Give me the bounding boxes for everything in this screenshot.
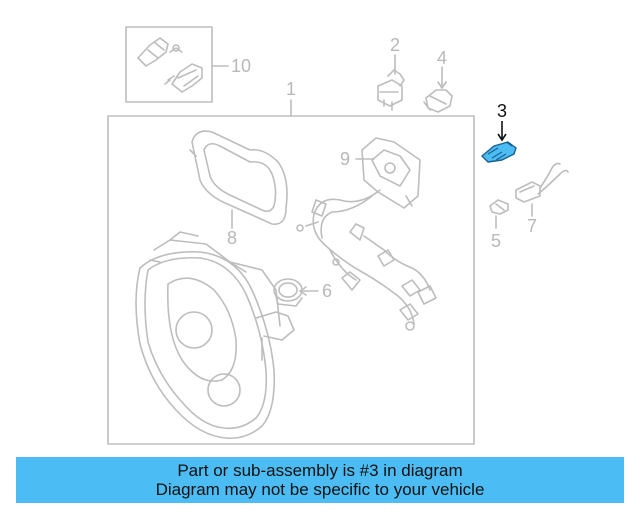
callout-4: 4 bbox=[437, 48, 447, 68]
part-9-socket-plate bbox=[361, 137, 421, 209]
headlamp-housing bbox=[135, 231, 295, 440]
leader-4-arrow bbox=[437, 81, 447, 89]
part-8-bezel bbox=[189, 130, 288, 225]
leader-3-arrow bbox=[497, 133, 507, 142]
callout-2: 2 bbox=[390, 35, 400, 55]
callout-9: 9 bbox=[340, 149, 350, 169]
info-banner: Part or sub-assembly is #3 in diagram Di… bbox=[16, 457, 624, 503]
callout-1: 1 bbox=[286, 79, 296, 99]
leader-6-arrow bbox=[299, 286, 307, 296]
parts-diagram: 1 2 3 4 5 6 7 8 9 10 bbox=[107, 26, 569, 445]
callout-8: 8 bbox=[227, 228, 237, 248]
banner-line-2: Diagram may not be specific to your vehi… bbox=[155, 480, 485, 499]
part-3-highlighted-bulb bbox=[481, 141, 517, 163]
banner-line-1: Part or sub-assembly is #3 in diagram bbox=[177, 461, 463, 480]
part-2-headlamp-bulb bbox=[377, 69, 405, 111]
callout-10: 10 bbox=[231, 56, 251, 76]
part-10-bracket-lower bbox=[164, 63, 203, 93]
callout-7: 7 bbox=[527, 216, 537, 236]
part-7-socket-wire bbox=[515, 162, 569, 203]
part-9-wiring-harness bbox=[296, 189, 437, 331]
part-6-bulb-socket bbox=[273, 278, 303, 307]
part-10-inset-box bbox=[125, 26, 213, 103]
callout-3: 3 bbox=[497, 101, 507, 121]
part-4-side-bulb bbox=[423, 89, 453, 113]
part-10-bracket-upper bbox=[137, 37, 183, 67]
callout-5: 5 bbox=[491, 231, 501, 251]
callout-6: 6 bbox=[322, 281, 332, 301]
part-5-wedge-bulb bbox=[489, 199, 509, 215]
